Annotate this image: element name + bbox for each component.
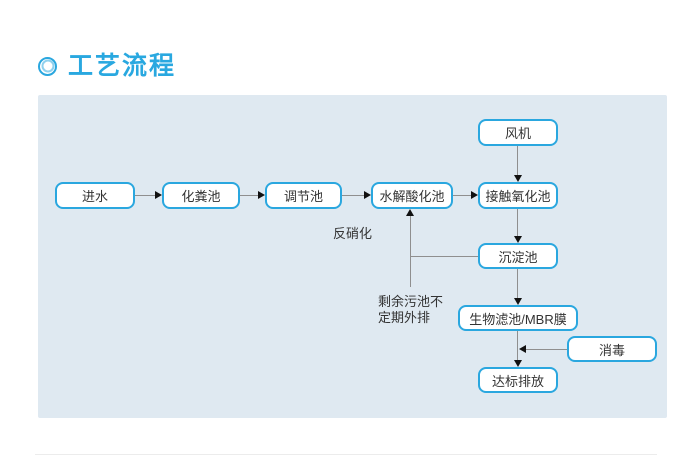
node-hydrolysis-tank: 水解酸化池 <box>371 182 453 209</box>
arrowhead-right-icon <box>155 191 162 199</box>
arrowhead-right-icon <box>364 191 371 199</box>
connector-contact-sedimentation <box>517 209 518 236</box>
arrowhead-right-icon <box>471 191 478 199</box>
label-excess-sludge-line1: 剩余污池不 <box>378 294 444 309</box>
node-septic-tank: 化粪池 <box>162 182 240 209</box>
arrowhead-down-icon <box>514 175 522 182</box>
node-contact-oxidation-tank: 接触氧化池 <box>478 182 558 209</box>
connector-return-sludge-drain <box>410 216 411 287</box>
arrowhead-down-icon <box>514 298 522 305</box>
node-blower: 风机 <box>478 119 558 146</box>
arrowhead-left-icon <box>519 345 526 353</box>
connector-sedimentation-biofilter <box>517 269 518 298</box>
flowchart-panel: 风机 进水 化粪池 调节池 水解酸化池 接触氧化池 沉淀池 生物滤池/MBR膜 … <box>38 95 667 418</box>
connector-septic-regulating <box>240 195 258 196</box>
label-excess-sludge: 剩余污池不 定期外排 <box>378 294 443 326</box>
node-bio-filter-mbr: 生物滤池/MBR膜 <box>458 305 578 331</box>
connector-sedimentation-return <box>410 256 478 257</box>
label-excess-sludge-line2: 定期外排 <box>378 310 431 325</box>
connector-blower-contact <box>517 146 518 175</box>
connector-regulating-hydrolysis <box>342 195 364 196</box>
connector-disinfection-line <box>526 349 567 350</box>
node-sedimentation-tank: 沉淀池 <box>478 243 558 269</box>
bottom-divider <box>35 454 657 455</box>
section-header: 工艺流程 <box>38 50 176 82</box>
connector-inlet-septic <box>135 195 155 196</box>
connector-hydrolysis-contact <box>453 195 471 196</box>
arrowhead-down-icon <box>514 236 522 243</box>
node-inlet: 进水 <box>55 182 135 209</box>
page-title: 工艺流程 <box>68 52 177 80</box>
bullseye-icon <box>38 56 57 76</box>
arrowhead-up-icon <box>406 209 414 216</box>
node-disinfection: 消毒 <box>567 336 657 362</box>
arrowhead-right-icon <box>258 191 265 199</box>
node-regulating-tank: 调节池 <box>265 182 342 209</box>
arrowhead-down-icon <box>514 360 522 367</box>
label-denitrification: 反硝化 <box>333 226 373 241</box>
bullseye-icon-inner <box>41 59 54 73</box>
connector-biofilter-discharge <box>517 331 518 360</box>
node-discharge: 达标排放 <box>478 367 558 393</box>
